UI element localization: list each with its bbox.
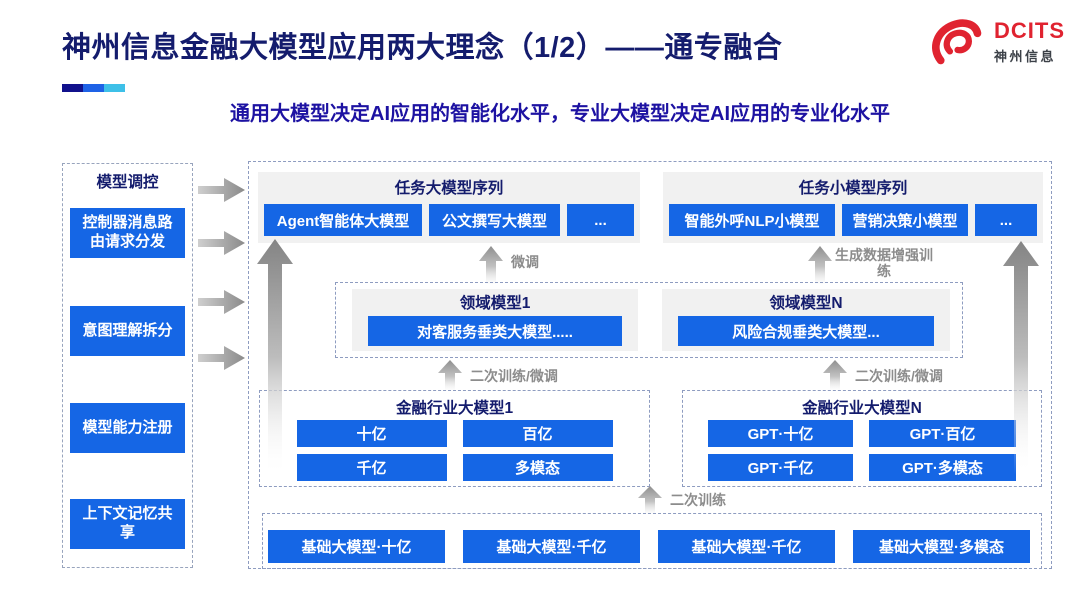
tall-up-arrow-icon: [1003, 241, 1039, 475]
tall-up-arrow-icon: [257, 239, 293, 477]
node-scale-1b: 十亿: [296, 420, 447, 447]
node-risk-compliance-vertical-model: 风险合规垂类大模型...: [678, 316, 934, 346]
node-base-model-multimodal: 基础大模型·多模态: [853, 530, 1030, 563]
node-scale-100b: 千亿: [296, 454, 447, 481]
task-small-model-group: 任务小模型序列 智能外呼NLP小模型 营销决策小模型 ...: [663, 172, 1043, 243]
base-model-frame: [262, 513, 1042, 569]
domain-model-1-title: 领域模型1: [459, 295, 531, 312]
domain-model-n-title: 领域模型N: [769, 295, 843, 312]
node-agent-large-model: Agent智能体大模型: [264, 204, 422, 236]
control-node-intent-splitting: 意图理解拆分: [70, 306, 185, 356]
domain-model-n-group: 领域模型N 风险合规垂类大模型...: [662, 289, 950, 351]
finetune-label: 微调: [511, 254, 539, 270]
node-customer-service-vertical-model: 对客服务垂类大模型.....: [368, 316, 622, 346]
node-outbound-nlp-model: 智能外呼NLP小模型: [669, 204, 835, 236]
up-arrow-icon: [479, 246, 503, 284]
domain-model-frame: [335, 282, 963, 358]
accent-segment: [83, 84, 104, 92]
control-node-message-routing: 控制器消息路由请求分发: [70, 208, 185, 258]
task-small-model-row: 智能外呼NLP小模型 营销决策小模型 ...: [669, 204, 1037, 236]
node-gpt-1b: GPT·十亿: [708, 420, 853, 447]
industry-model-1-grid: 十亿 百亿 千亿 多模态: [260, 420, 649, 481]
augment-train-label: 生成数据增强训练: [835, 247, 933, 280]
accent-segment: [104, 84, 125, 92]
task-large-model-title: 任务大模型序列: [394, 180, 504, 197]
retrain-label: 二次训练: [670, 492, 726, 508]
node-multimodal: 多模态: [462, 454, 613, 481]
right-arrow-icon: [198, 290, 245, 314]
right-arrow-icon: [198, 346, 245, 370]
industry-model-n-title: 金融行业大模型N: [802, 400, 922, 417]
domain-model-1-group: 领域模型1 对客服务垂类大模型.....: [352, 289, 638, 351]
node-base-model-100b-a: 基础大模型·千亿: [463, 530, 640, 563]
task-large-model-row: Agent智能体大模型 公文撰写大模型 ...: [264, 204, 634, 236]
accent-segment: [62, 84, 83, 92]
node-more-small-models: ...: [975, 204, 1037, 236]
node-gpt-multimodal: GPT·多模态: [869, 454, 1016, 481]
model-control-title: 模型调控: [96, 174, 159, 191]
title-accent-bar: [62, 84, 125, 92]
right-arrow-icon: [198, 178, 245, 202]
node-base-model-1b: 基础大模型·十亿: [268, 530, 445, 563]
base-model-row: 基础大模型·十亿 基础大模型·千亿 基础大模型·千亿 基础大模型·多模态: [268, 530, 1030, 563]
logo-brand: DCITS: [994, 17, 1065, 43]
dcits-logo: DCITS 神州信息: [926, 16, 1065, 68]
up-arrow-icon: [808, 246, 832, 284]
task-small-model-title: 任务小模型序列: [798, 180, 908, 197]
node-base-model-100b-b: 基础大模型·千亿: [658, 530, 835, 563]
retrain-finetune-right-label: 二次训练/微调: [855, 368, 943, 384]
retrain-finetune-left-label: 二次训练/微调: [470, 368, 558, 384]
node-gpt-100b: GPT·千亿: [708, 454, 853, 481]
task-large-model-group: 任务大模型序列 Agent智能体大模型 公文撰写大模型 ...: [258, 172, 640, 243]
logo-brand-cn: 神州信息: [994, 48, 1057, 64]
slide-subtitle: 通用大模型决定AI应用的智能化水平，专业大模型决定AI应用的专业化水平: [230, 103, 890, 125]
industry-model-n-frame: 金融行业大模型N GPT·十亿 GPT·百亿 GPT·千亿 GPT·多模态: [682, 390, 1042, 487]
node-marketing-decision-model: 营销决策小模型: [842, 204, 968, 236]
control-node-context-sharing: 上下文记忆共享: [70, 499, 185, 549]
up-arrow-icon: [438, 360, 462, 390]
node-gpt-10b: GPT·百亿: [869, 420, 1016, 447]
logo-text: DCITS 神州信息: [994, 17, 1065, 65]
up-arrow-icon: [638, 486, 662, 514]
node-scale-10b: 百亿: [462, 420, 613, 447]
right-arrow-icon: [198, 231, 245, 255]
control-node-capability-registry: 模型能力注册: [70, 403, 185, 453]
industry-model-1-title: 金融行业大模型1: [395, 400, 514, 417]
node-document-writing-model: 公文撰写大模型: [429, 204, 560, 236]
node-more-large-models: ...: [567, 204, 634, 236]
industry-model-1-frame: 金融行业大模型1 十亿 百亿 千亿 多模态: [259, 390, 650, 487]
dcits-swirl-icon: [932, 19, 982, 65]
industry-model-n-grid: GPT·十亿 GPT·百亿 GPT·千亿 GPT·多模态: [683, 420, 1041, 481]
up-arrow-icon: [823, 360, 847, 390]
model-control-panel: 模型调控 控制器消息路由请求分发 意图理解拆分 模型能力注册 上下文记忆共享: [62, 163, 193, 568]
page-title: 神州信息金融大模型应用两大理念（1/2）——通专融合: [62, 32, 783, 64]
